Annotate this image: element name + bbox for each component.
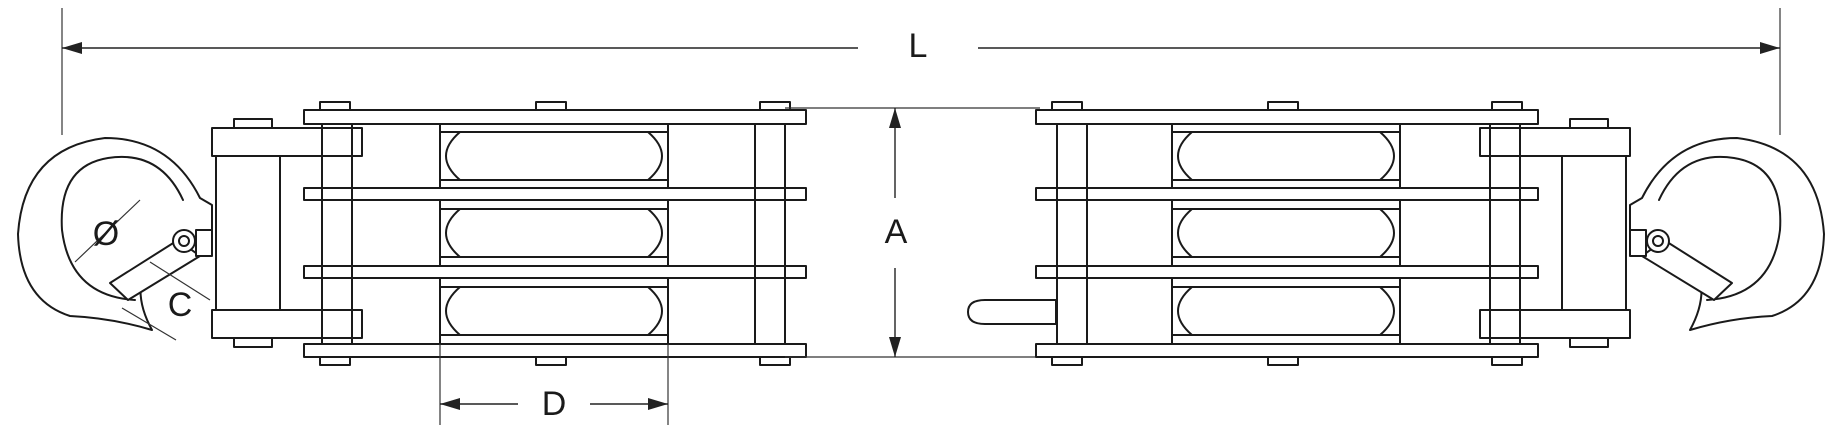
dimension-a-label: A <box>885 213 908 251</box>
dimension-diameter-label: Ø <box>93 215 119 253</box>
dimension-l-label: L <box>909 27 928 65</box>
left-sheave-1 <box>439 123 669 189</box>
dimension-d-label: D <box>542 385 567 423</box>
left-sheave-3 <box>439 277 669 345</box>
right-pulley-block <box>967 101 1825 366</box>
dimension-l: L <box>61 8 1781 135</box>
dimension-d: D <box>439 344 669 425</box>
right-hook <box>1629 137 1825 331</box>
right-sheave-3 <box>1171 277 1401 345</box>
left-sheave-2 <box>439 199 669 267</box>
dimension-c-label: C <box>168 286 193 324</box>
dimension-c: C <box>121 261 211 341</box>
left-pulley-block: D Ø C <box>17 101 807 425</box>
right-sheave-2 <box>1171 199 1401 267</box>
left-hook <box>17 137 213 331</box>
dimension-a: A <box>785 107 1040 358</box>
dimension-diameter: Ø <box>74 199 141 263</box>
right-becket <box>967 299 1057 325</box>
right-sheave-1 <box>1171 123 1401 189</box>
